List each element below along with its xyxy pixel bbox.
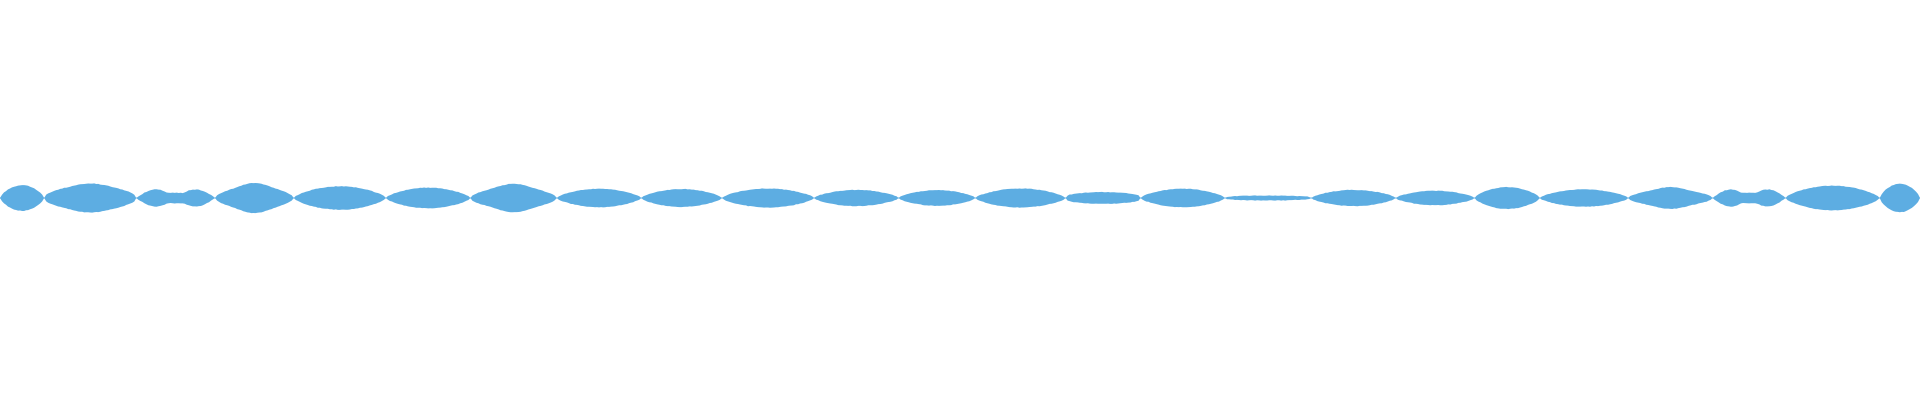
waveform-segments	[0, 183, 1920, 214]
